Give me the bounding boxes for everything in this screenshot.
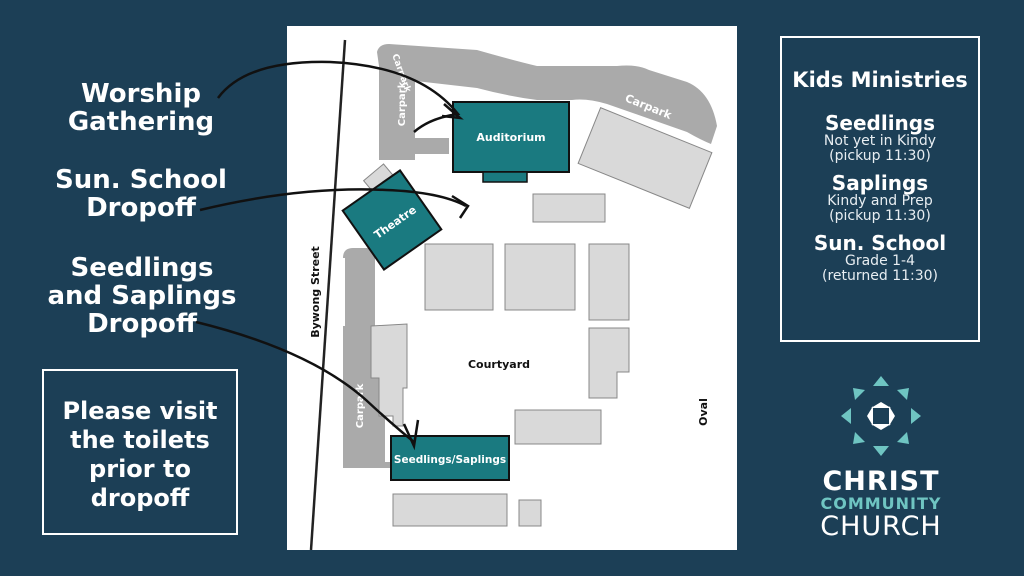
building xyxy=(532,193,606,223)
notice-line: the toilets xyxy=(70,426,210,454)
callout-worship-gathering: Worship Gathering xyxy=(62,80,220,136)
building xyxy=(588,243,630,321)
group-desc: (pickup 11:30) xyxy=(829,148,931,164)
building xyxy=(577,107,713,209)
logo-mark-icon xyxy=(841,376,921,456)
auditorium-label: Auditorium xyxy=(476,131,545,144)
small-road-connector xyxy=(415,138,449,154)
group-desc: Grade 1-4 xyxy=(845,253,915,269)
group-name-sun-school: Sun. School xyxy=(813,231,947,255)
notice-line: prior to xyxy=(89,455,191,483)
notice-line: Please visit xyxy=(62,397,218,425)
building xyxy=(588,327,630,399)
callout-line: and Saplings xyxy=(47,281,237,311)
auditorium-annex xyxy=(482,171,528,183)
building xyxy=(504,243,576,311)
group-name-seedlings: Seedlings xyxy=(824,111,936,135)
auditorium-building xyxy=(452,101,570,173)
callout-sun-school-dropoff: Sun. School Dropoff xyxy=(52,166,230,222)
group-desc: (returned 11:30) xyxy=(821,268,939,284)
building xyxy=(518,499,542,527)
top-carpark-road xyxy=(377,44,717,144)
group-name-saplings: Saplings xyxy=(831,171,929,195)
building xyxy=(514,409,602,445)
toilet-notice: Please visit the toilets prior to dropof… xyxy=(42,369,238,535)
kids-title: Kids Ministries xyxy=(792,68,968,92)
group-desc: Not yet in Kindy xyxy=(823,133,937,149)
group-desc: Kindy and Prep xyxy=(827,193,933,209)
callout-line: Worship xyxy=(81,79,201,109)
oval-label: Oval xyxy=(697,398,710,426)
callout-line: Dropoff xyxy=(86,193,196,223)
carpark-label-lower: Carpark xyxy=(355,383,366,428)
callout-line: Gathering xyxy=(67,107,215,137)
campus-map-drawing: Auditorium Theatre Seedlings/Saplings Co… xyxy=(309,39,717,550)
callout-line: Seedlings xyxy=(70,253,214,283)
bywong-street-label: Bywong Street xyxy=(309,246,322,338)
courtyard-label: Courtyard xyxy=(468,358,530,371)
callout-seedlings-saplings-dropoff: Seedlings and Saplings Dropoff xyxy=(44,254,240,338)
group-desc: (pickup 11:30) xyxy=(829,208,931,224)
building xyxy=(392,493,508,527)
notice-line: dropoff xyxy=(90,484,190,512)
building xyxy=(424,243,494,311)
seedlings-saplings-label: Seedlings/Saplings xyxy=(394,454,506,466)
callout-line: Sun. School xyxy=(55,165,227,195)
logo-line-community: COMMUNITY xyxy=(820,494,942,513)
logo-line-christ: CHRIST xyxy=(822,466,940,497)
callout-line: Dropoff xyxy=(87,309,197,339)
kids-ministries-panel: Kids Ministries Seedlings Not yet in Kin… xyxy=(780,36,980,342)
campus-map: Auditorium Theatre Seedlings/Saplings Co… xyxy=(287,26,737,550)
logo-line-church: CHURCH xyxy=(820,511,942,542)
